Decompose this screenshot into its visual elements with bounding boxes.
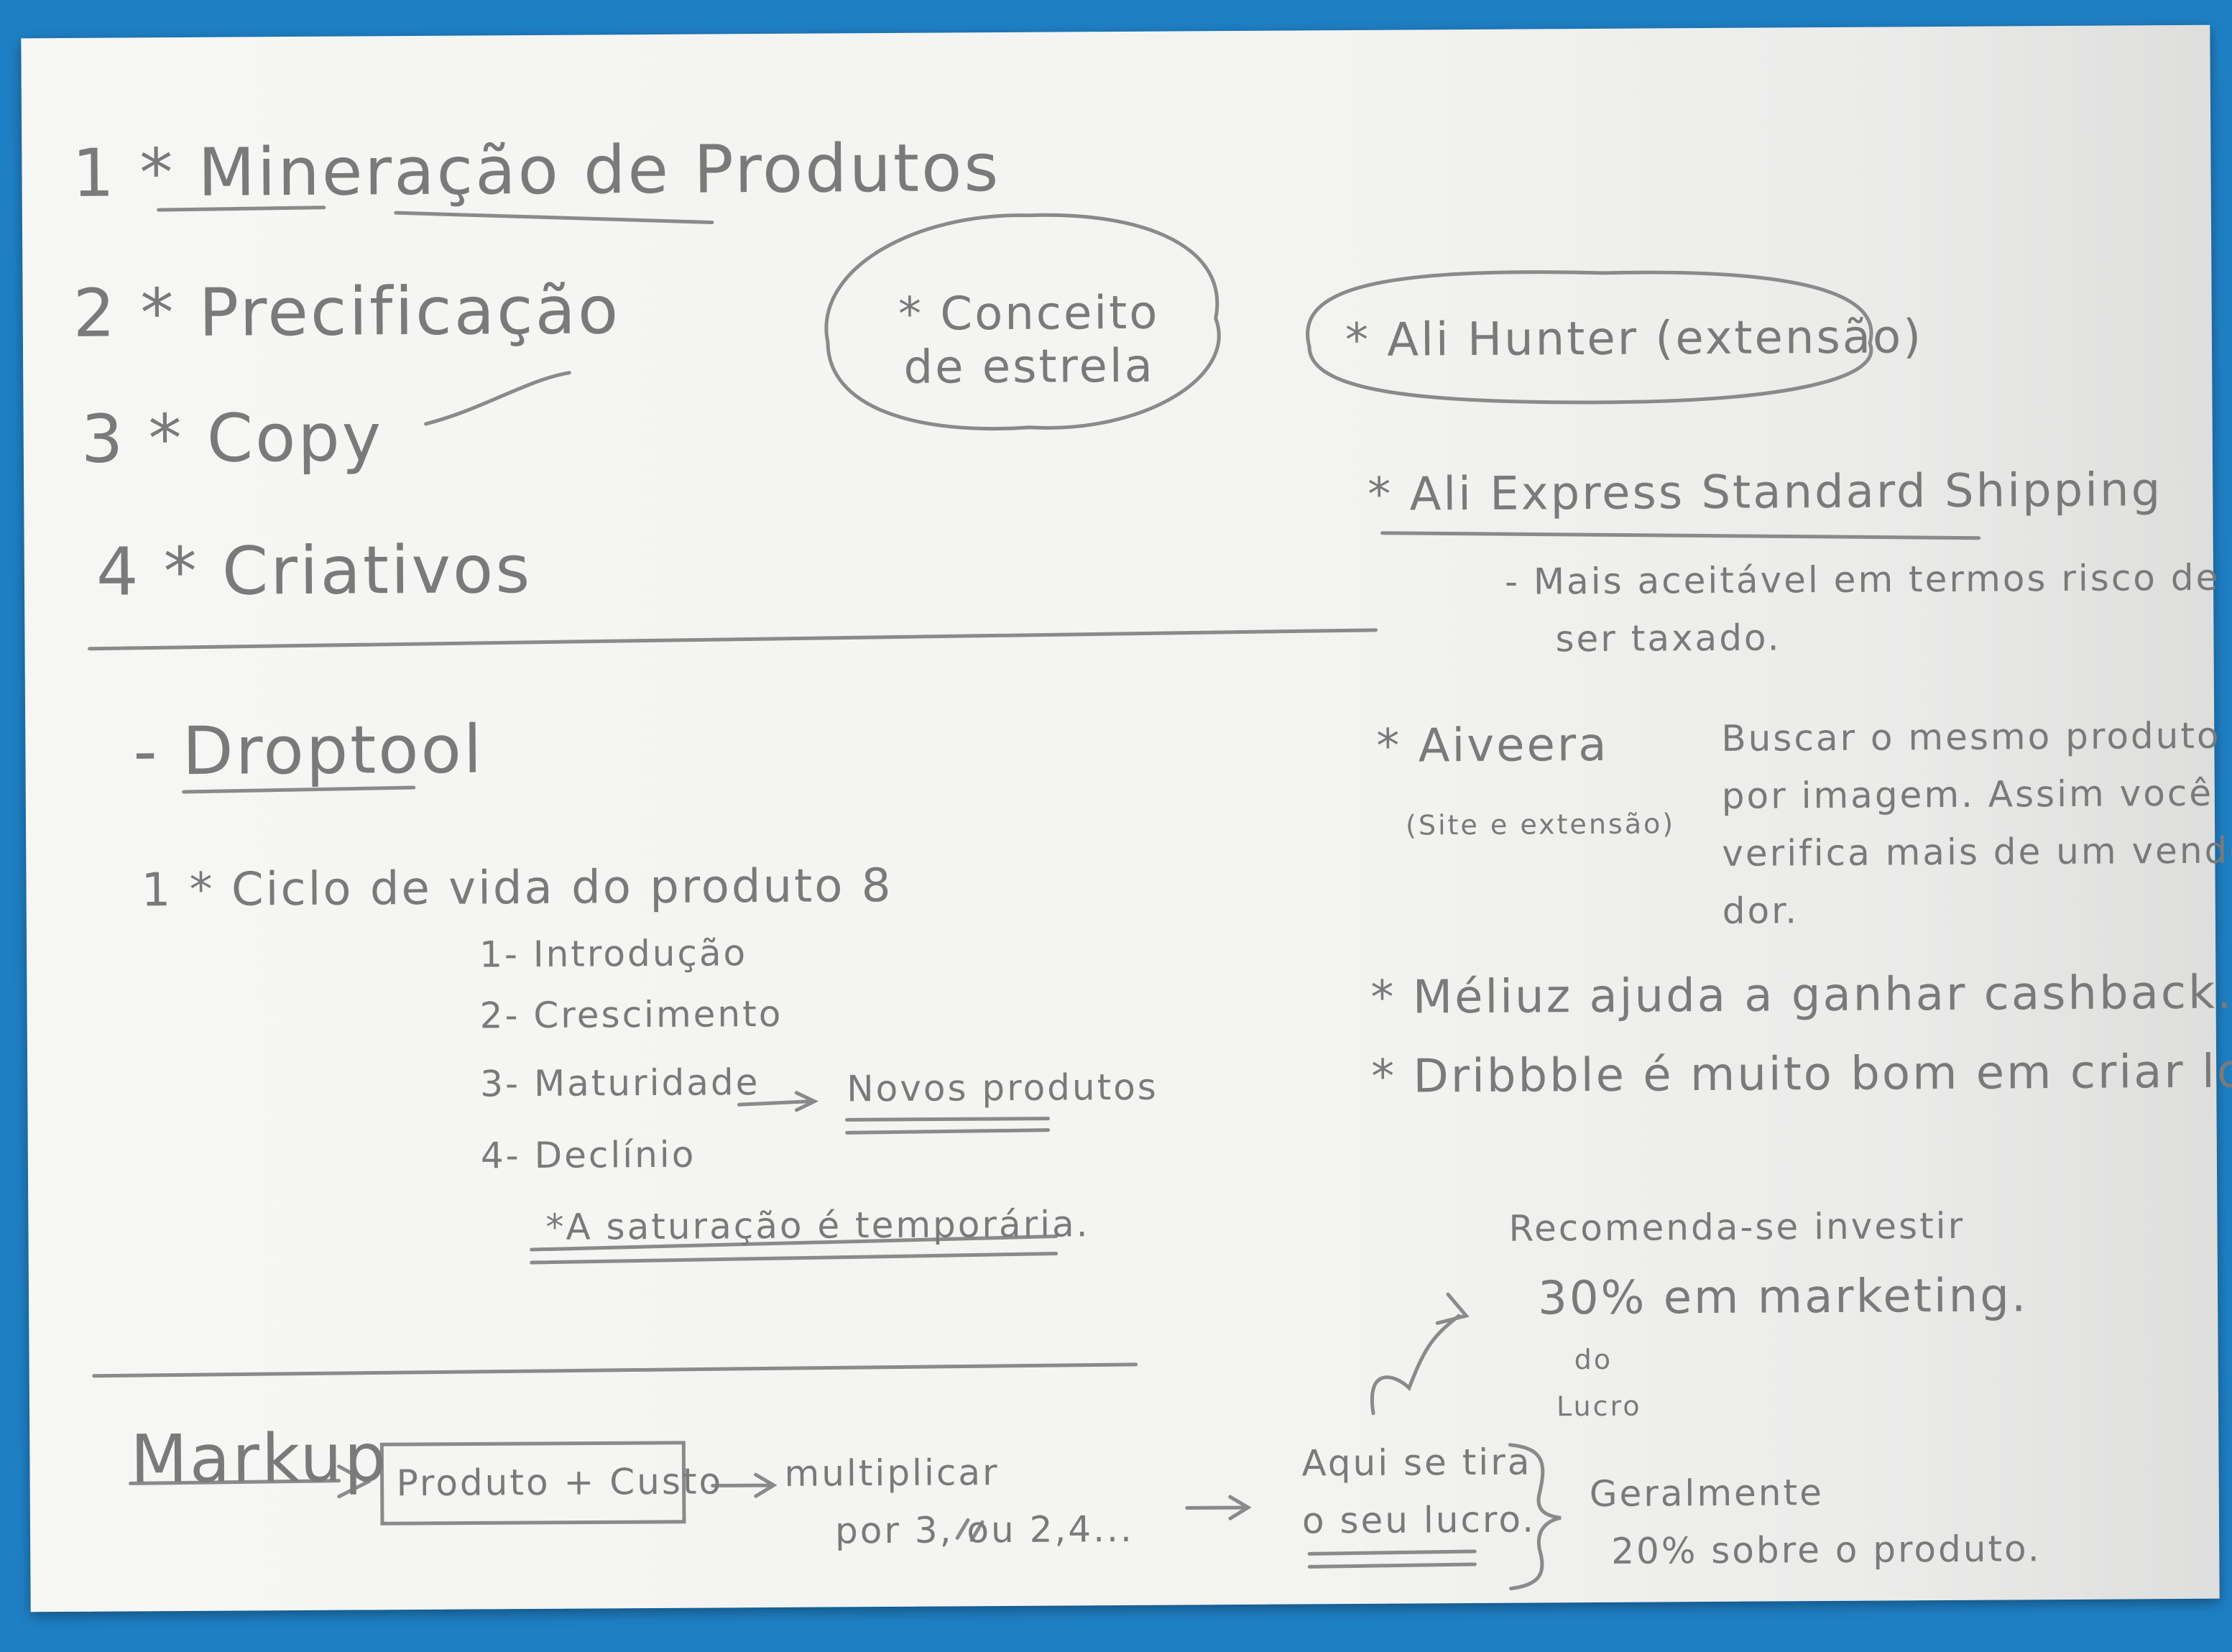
stray-stroke — [424, 371, 571, 426]
marketing-line-3: do — [1574, 1343, 1613, 1376]
marketing-line-4: Lucro — [1556, 1390, 1642, 1423]
multiply-line-1: multiplicar — [784, 1452, 1000, 1495]
general-line-1: Geralmente — [1589, 1472, 1825, 1515]
step-1: 1 * Mineração de Produtos — [72, 129, 1001, 212]
profit-line-2: o seu lucro. — [1301, 1498, 1536, 1542]
aiveera-title: * Aiveera — [1376, 718, 1609, 773]
aiveera-desc-2: por imagem. Assim você — [1721, 772, 2214, 817]
marketing-line-2: 30% em marketing. — [1537, 1269, 2029, 1326]
step-4: 4 * Criativos — [96, 530, 532, 611]
shipping-sub-2: ser taxado. — [1555, 617, 1781, 660]
multiply-line-2: por 3, ou 2,4... — [834, 1508, 1134, 1552]
paper-sheet: 1 * Mineração de Produtos 2 * Precificaç… — [21, 24, 2232, 1612]
divider-2 — [92, 1362, 1138, 1378]
underline-profit — [1307, 1549, 1477, 1569]
meliuz-note: * Méliuz ajuda a ganhar cashback. — [1370, 966, 2232, 1025]
cloud-right-text: * Ali Hunter (extensão) — [1345, 310, 1924, 368]
pencil-strokes — [88, 206, 1981, 1591]
aiveera-desc-1: Buscar o mesmo produto — [1721, 714, 2221, 760]
profit-line-1: Aqui se tira — [1301, 1441, 1532, 1485]
aiveera-desc-4: dor. — [1722, 890, 1799, 932]
lifecycle-item-1: 1- Introdução — [479, 932, 748, 976]
underline-novos — [845, 1117, 1051, 1135]
dribbble-note: * Dribbble é muito bom em criar logo. — [1370, 1044, 2232, 1104]
arrow-profit — [1185, 1495, 1252, 1521]
underline-shipping — [1380, 531, 1981, 540]
general-line-2: 20% sobre o produto. — [1611, 1528, 2042, 1572]
divider-1 — [88, 628, 1378, 651]
marketing-line-1: Recomenda-se investir — [1508, 1204, 1965, 1250]
markup-label: Markup — [130, 1419, 389, 1498]
lifecycle-item-4: 4- Declínio — [480, 1133, 696, 1177]
saturacao-note: *A saturação é temporária. — [545, 1203, 1090, 1248]
lifecycle-item-2: 2- Crescimento — [479, 992, 783, 1037]
lifecycle-title: 1 * Ciclo de vida do produto 8 — [141, 859, 893, 918]
aiveera-desc-3: verifica mais de um vende- — [1722, 829, 2232, 875]
markup-box-text: Produto + Custo — [396, 1460, 724, 1505]
aiveera-sub: (Site e extensão) — [1405, 808, 1676, 841]
droptool-title: - Droptool — [133, 711, 484, 790]
shipping-title: * Ali Express Standard Shipping — [1368, 463, 2163, 522]
step-2: 2 * Precificação — [73, 272, 621, 352]
lifecycle-item-3: 3- Maturidade — [480, 1061, 760, 1105]
step-3: 3 * Copy — [80, 399, 384, 478]
shipping-sub-1: - Mais aceitável em termos risco de — [1504, 556, 2221, 603]
arrow-marketing — [1370, 1292, 1470, 1416]
cloud-left-text: * Conceito de estrela — [898, 286, 1160, 394]
novos-produtos: Novos produtos — [847, 1066, 1159, 1110]
